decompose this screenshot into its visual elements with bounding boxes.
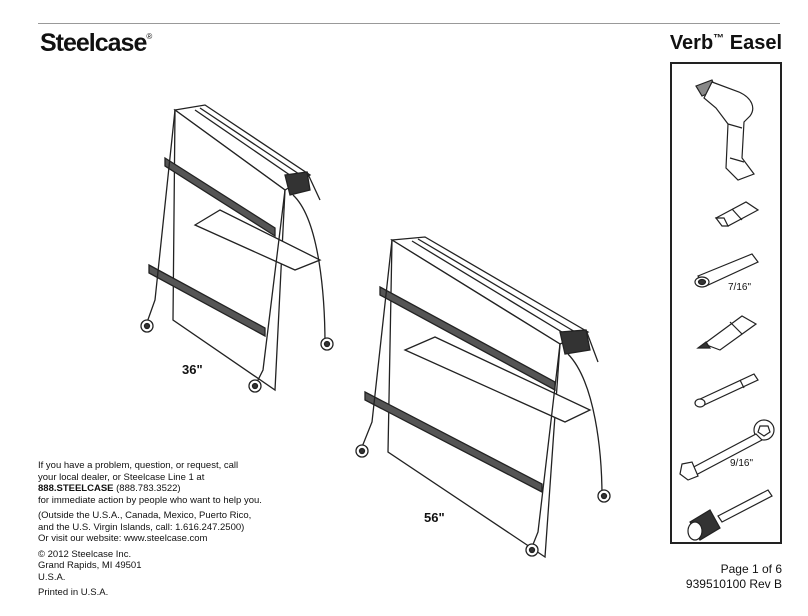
help-line: If you have a problem, question, or requ… [38, 460, 239, 471]
socket-bit-icon [694, 253, 759, 288]
drill-icon [695, 79, 755, 181]
page-title: Verb™ Easel [669, 32, 782, 54]
address-country: U.S.A. [38, 571, 66, 583]
tools-panel: 7/16" 9/16" [670, 62, 782, 544]
header-rule [38, 23, 780, 24]
mallet-icon [687, 489, 773, 541]
phone-number: (888.783.3522) [113, 483, 181, 494]
steelcase-logo: Steelcase® [40, 29, 152, 57]
page-footer: Page 1 of 6 939510100 Rev B [686, 562, 782, 592]
copyright: © 2012 Steelcase Inc. [38, 548, 132, 560]
wrench-icon [679, 419, 775, 481]
support-info: If you have a problem, question, or requ… [38, 460, 262, 603]
doc-number: 939510100 Rev B [685, 577, 782, 591]
intl-line: and the U.S. Virgin Islands, call: 1.616… [38, 521, 245, 533]
easel-36-label: 36" [182, 362, 203, 377]
easel-56-illustration [355, 236, 611, 559]
easel-36-illustration [140, 104, 334, 393]
help-line: for immediate action by people who want … [38, 494, 262, 506]
intl-line: (Outside the U.S.A., Canada, Mexico, Pue… [38, 510, 252, 521]
address-city: Grand Rapids, MI 49501 [38, 560, 142, 571]
hex-bit-icon [714, 201, 760, 227]
phone-name: 888.STEELCASE [38, 483, 114, 494]
help-line: your local dealer, or Steelcase Line 1 a… [38, 471, 205, 483]
wrench-size-label: 9/16" [730, 458, 754, 469]
printed-note: Printed in U.S.A. [38, 587, 109, 598]
page-number: Page 1 of 6 [720, 562, 782, 576]
extension-bar-icon [694, 373, 759, 408]
website-line: Or visit our website: www.steelcase.com [38, 533, 208, 544]
socket-size-label: 7/16" [728, 282, 752, 293]
easel-56-label: 56" [424, 510, 445, 525]
phillips-bit-icon [696, 315, 758, 351]
